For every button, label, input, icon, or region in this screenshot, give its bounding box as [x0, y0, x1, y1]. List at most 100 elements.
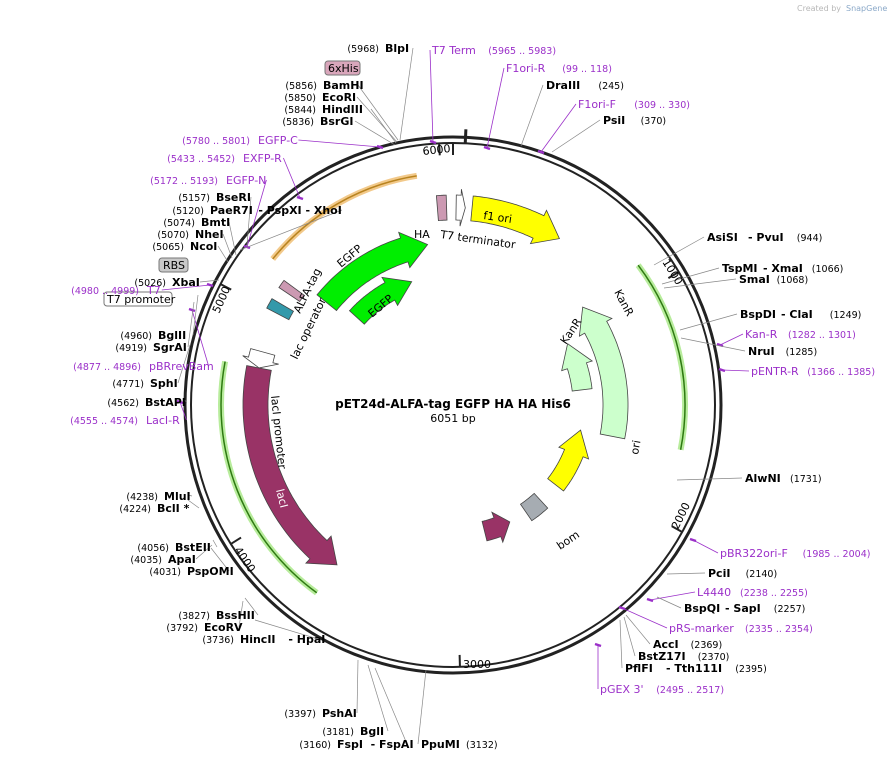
site-label-0: (5968)BlpI: [347, 42, 409, 55]
site-label-26: PpuMI(3132): [421, 738, 498, 751]
site-leader-35: [666, 572, 706, 575]
site-pos-21: (3792): [166, 623, 198, 634]
site-label-25: (3160)FspI- FspAI: [299, 738, 413, 751]
primer-leader-6: [161, 284, 211, 291]
site-name-8: NheI: [195, 228, 224, 241]
outer-feature-label-6xhis: 6xHis: [328, 62, 359, 75]
tick-2000: [671, 525, 683, 533]
primer-mark-9: [716, 342, 724, 348]
site-leader-14: [183, 399, 188, 403]
primer-range-2: (309 .. 330): [634, 100, 690, 111]
primer-leader-3: [298, 139, 381, 148]
leader-lines: [177, 47, 746, 745]
site-pos-10: (5026): [134, 278, 166, 289]
primer-label-4: EXFP-R(5433 .. 5452): [167, 152, 282, 165]
primer-range-14: (2495 .. 2517): [656, 685, 724, 696]
primer-range-11: (1985 .. 2004): [803, 549, 871, 560]
primer-label-0: T7 Term(5965 .. 5983): [431, 44, 556, 57]
site-label-38: BstZ17I(2370): [638, 650, 729, 663]
site-pos-34: (1731): [790, 474, 822, 485]
site-leader-5: [246, 196, 252, 246]
site-name-3: HindIII: [322, 103, 363, 116]
site-name-34: AlwNI: [745, 472, 781, 485]
site-leader-39: [619, 619, 623, 669]
site-label-39: PflFI- Tth111I(2395): [625, 662, 767, 675]
primer-label-14: pGEX 3' (2495 .. 2517): [600, 683, 724, 696]
feature-halo-line-0: [272, 175, 417, 260]
primer-leader-0: [429, 49, 434, 143]
site-name-17: BstEII: [175, 541, 211, 554]
site-label-2: (5850)EcoRI: [284, 91, 356, 104]
site-name-38: BstZ17I: [638, 650, 686, 663]
site-name-31: SmaI: [739, 273, 770, 286]
outer-feature-t7-promoter: T7 promoter: [103, 291, 176, 307]
site-name-25: FspI: [337, 738, 363, 751]
site-name-35: PciI: [708, 567, 730, 580]
site-pos-12: (4919): [115, 343, 147, 354]
primer-mark-11: [689, 537, 697, 543]
site-leader-38: [623, 616, 636, 657]
site-extra-6: - PspXI - XhoI: [258, 204, 341, 217]
primer-leader-13: [621, 607, 668, 629]
site-label-12: (4919)SgrAI: [115, 341, 186, 354]
site-pos-39: (2395): [735, 664, 767, 675]
site-pos-30: (1066): [812, 264, 844, 275]
site-name-33: NruI: [748, 345, 775, 358]
tick-label-1000: 1000: [659, 257, 685, 288]
site-name-19: PspOMI: [187, 565, 234, 578]
primer-label-7: pBRrevBam(4877 .. 4896): [73, 360, 214, 373]
site-leader-1: [357, 84, 399, 141]
site-pos-5: (5157): [178, 193, 210, 204]
feature-arrow-5: [481, 511, 511, 544]
primer-mark-12: [646, 597, 654, 603]
feature-arrow-4: [519, 492, 549, 522]
primer-name-14: pGEX 3': [600, 683, 644, 696]
site-name-7: BmtI: [201, 216, 230, 229]
site-label-21: (3792)EcoRV: [166, 621, 243, 634]
tick-marks: [220, 129, 683, 667]
site-label-9: (5065)NcoI: [152, 240, 217, 253]
primer-mark-0: [429, 139, 437, 145]
feature-arrow-1: [578, 306, 629, 440]
primer-range-1: (99 .. 118): [562, 64, 612, 75]
site-label-35: PciI(2140): [708, 567, 777, 580]
site-name-36: BspQI: [684, 602, 720, 615]
primer-range-7: (4877 .. 4896): [73, 362, 141, 373]
site-label-37: AccI(2369): [653, 638, 722, 651]
primer-leader-10: [721, 369, 750, 372]
site-leader-11: [192, 294, 199, 336]
site-leader-17: [212, 539, 218, 548]
tick-1000: [667, 271, 680, 279]
site-pos-33: (1285): [786, 347, 818, 358]
site-pos-14: (4562): [107, 398, 139, 409]
primer-range-3: (5780 .. 5801): [182, 136, 250, 147]
primer-label-6: T7(4980 .. 4999): [71, 284, 161, 297]
primer-label-8: LacI-R(4555 .. 4574): [70, 414, 180, 427]
site-label-16: (4224)BclI *: [119, 502, 189, 515]
feature-label-bom: bom: [554, 528, 582, 552]
primer-range-6: (4980 .. 4999): [71, 286, 139, 297]
site-pos-27: (245): [598, 81, 624, 92]
outer-feature-label-t7-promoter: T7 promoter: [106, 293, 176, 306]
primer-leader-1: [486, 67, 505, 149]
tick-label-3000: 3000: [463, 658, 491, 671]
site-leader-18: [195, 544, 213, 560]
site-pos-7: (5074): [163, 218, 195, 229]
site-leader-2: [356, 96, 398, 143]
primer-name-12: L4440: [697, 586, 731, 599]
primer-label-1: F1ori-R(99 .. 118): [506, 62, 612, 75]
site-label-3: (5844)HindIII: [284, 103, 363, 116]
site-leader-16: [187, 499, 200, 509]
site-pos-20: (3827): [178, 611, 210, 622]
feature-arrow-8: [316, 231, 429, 312]
site-pos-1: (5856): [285, 81, 317, 92]
site-label-15: (4238)MluI: [126, 490, 190, 503]
site-leader-10: [199, 279, 220, 283]
primer-range-8: (4555 .. 4574): [70, 416, 138, 427]
site-pos-11: (4960): [120, 331, 152, 342]
site-leader-0: [399, 47, 414, 141]
site-label-32: BspDI- ClaI(1249): [740, 308, 861, 321]
outer-feature-6xhis: 6xHis: [324, 60, 361, 76]
primer-name-2: F1ori-F: [578, 98, 616, 111]
site-leader-6: [239, 209, 343, 251]
